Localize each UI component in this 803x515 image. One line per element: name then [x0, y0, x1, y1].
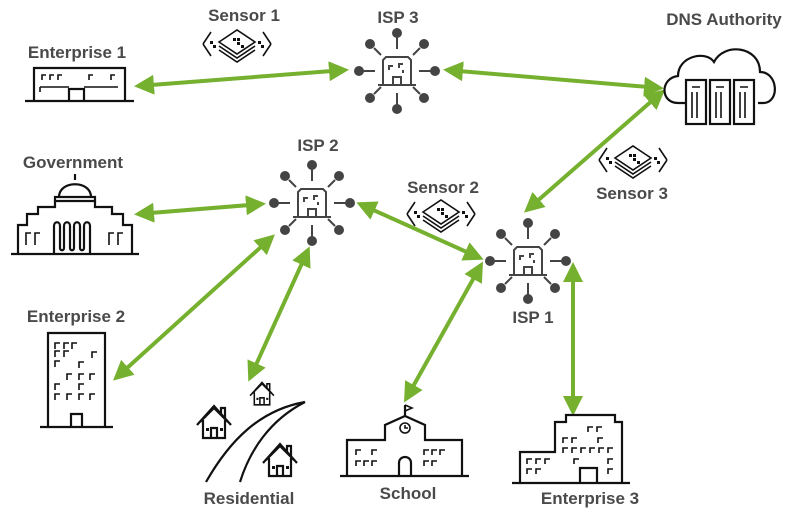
label-school: School [380, 484, 437, 503]
capitol-building-icon [11, 174, 139, 256]
node-school: School [340, 404, 469, 503]
node-dns: DNS Authority [663, 10, 782, 126]
node-enterprise3: Enterprise 3 [512, 413, 639, 508]
link-isp1-school [404, 261, 483, 403]
label-isp2: ISP 2 [297, 136, 338, 155]
node-residential: Residential [195, 381, 306, 508]
label-isp1: ISP 1 [512, 308, 553, 327]
link-isp2-isp1 [356, 201, 484, 261]
node-sensor3: Sensor 3 [596, 145, 668, 203]
sensor-icon [598, 145, 668, 179]
node-enterprise1: Enterprise 1 [25, 43, 134, 103]
link-dns-isp1 [523, 89, 666, 213]
sensor-icon [202, 29, 272, 63]
isp-hub-icon [353, 27, 441, 115]
sensor-icon [406, 199, 476, 233]
label-sensor1: Sensor 1 [208, 6, 280, 25]
node-sensor2: Sensor 2 [406, 178, 479, 233]
label-enterprise1: Enterprise 1 [28, 43, 126, 62]
office-building-icon [25, 66, 134, 103]
label-enterprise2: Enterprise 2 [27, 307, 125, 326]
link-isp2-residential [247, 246, 311, 382]
link-government-isp2 [134, 195, 266, 223]
link-isp2-enterprise2 [113, 234, 275, 381]
node-isp3: ISP 3 [353, 8, 441, 115]
label-sensor2: Sensor 2 [407, 178, 479, 197]
isp-hub-icon [484, 217, 572, 305]
label-isp3: ISP 3 [377, 8, 418, 27]
node-isp2: ISP 2 [268, 136, 356, 247]
node-sensor1: Sensor 1 [202, 6, 280, 63]
label-residential: Residential [204, 489, 295, 508]
node-enterprise2: Enterprise 2 [27, 307, 125, 429]
label-government: Government [23, 153, 123, 172]
label-dns: DNS Authority [666, 10, 782, 29]
school-building-icon [340, 404, 469, 478]
stepped-building-icon [512, 413, 630, 485]
tower-building-icon [40, 331, 113, 429]
link-enterprise1-isp3 [134, 61, 349, 95]
label-enterprise3: Enterprise 3 [541, 489, 639, 508]
link-isp3-dns [443, 61, 664, 97]
node-government: Government [11, 153, 139, 256]
node-isp1: ISP 1 [484, 217, 572, 327]
isp-hub-icon [268, 159, 356, 247]
label-sensor3: Sensor 3 [596, 184, 668, 203]
links [113, 61, 666, 416]
cloud-servers-icon [663, 48, 776, 126]
houses-icon [195, 381, 306, 483]
